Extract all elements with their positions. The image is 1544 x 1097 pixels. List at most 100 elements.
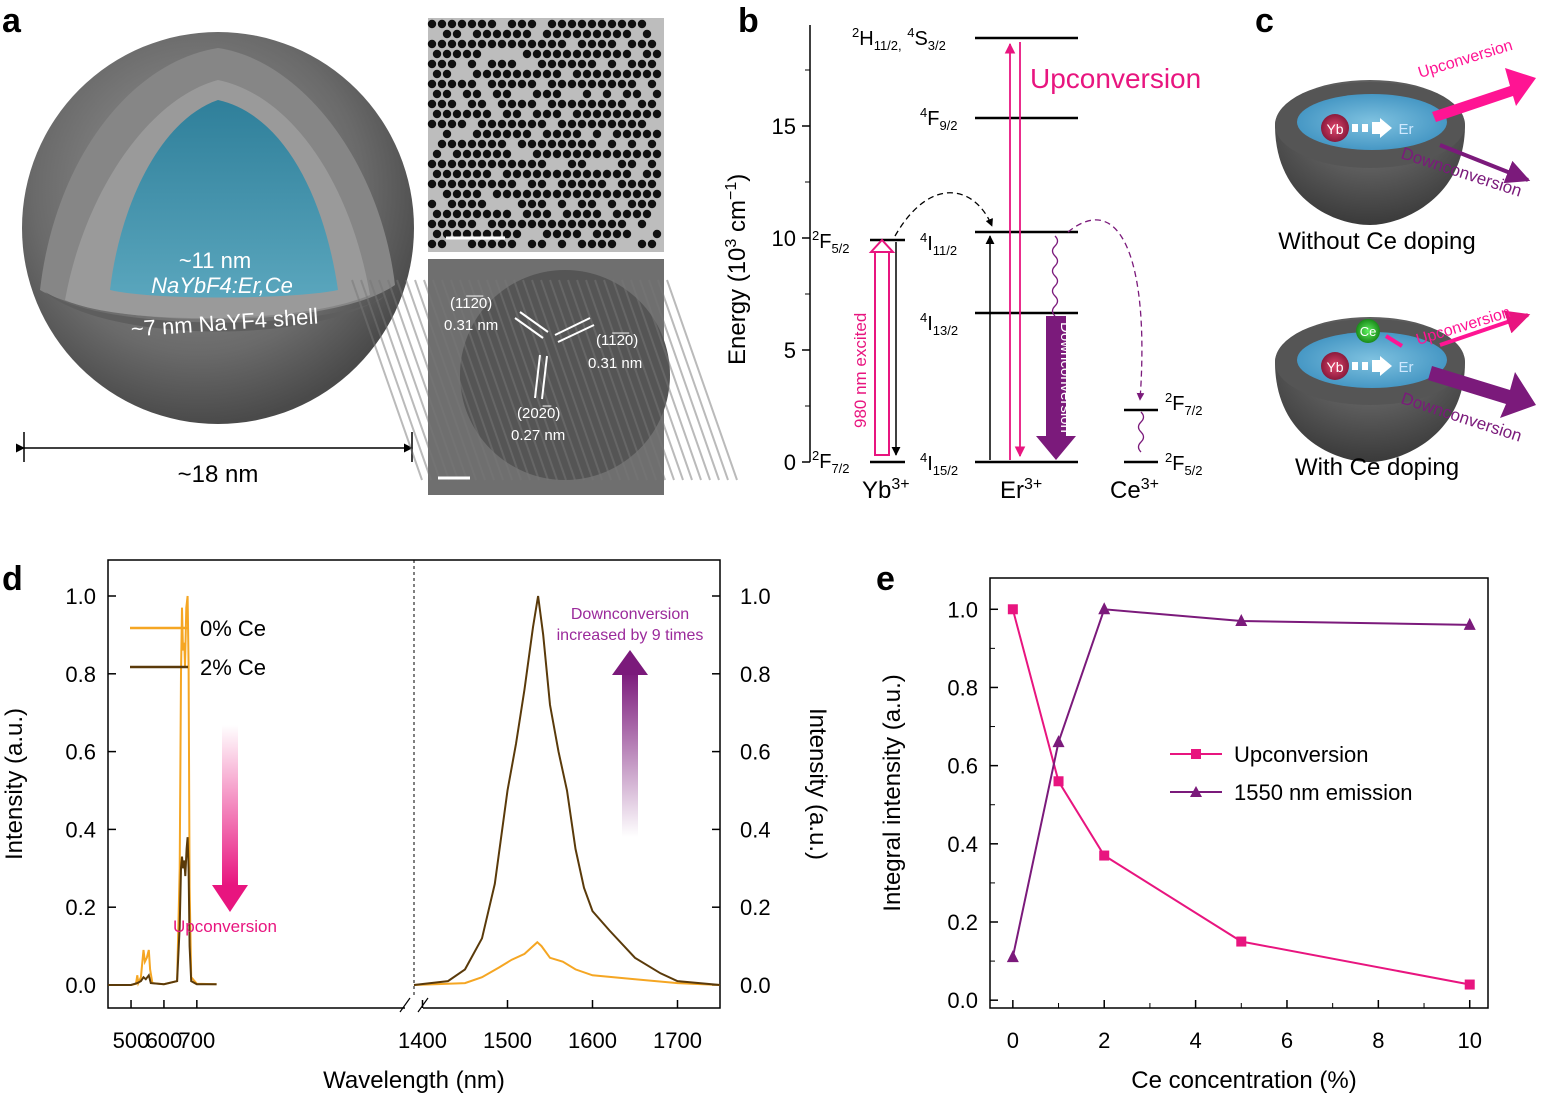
- tem-particle: [487, 159, 497, 169]
- tem-particle: [427, 239, 437, 249]
- tem-particle: [627, 199, 637, 209]
- tem-particle: [582, 189, 592, 199]
- tem-particle: [517, 139, 527, 149]
- nonradiative-er: [1051, 235, 1059, 317]
- series-1550-point: [1006, 950, 1019, 963]
- tem-particle: [582, 109, 592, 119]
- downconversion-arrow-top: [1439, 143, 1531, 184]
- tem-particle: [562, 169, 572, 179]
- tem-particle: [532, 49, 542, 59]
- tem-particle: [462, 109, 472, 119]
- lattice-fringe: [414, 279, 486, 481]
- tem-particle: [612, 209, 622, 219]
- tem-particle: [512, 189, 522, 199]
- tem-particle: [592, 129, 602, 139]
- y-tick-label: 0.0: [947, 988, 978, 1013]
- tem-particle: [432, 169, 442, 179]
- tem-particle: [482, 29, 492, 39]
- tem-particle: [527, 219, 537, 229]
- tem-particle: [452, 209, 462, 219]
- tem-particle: [567, 79, 577, 89]
- tem-particle: [472, 129, 482, 139]
- tem-particle: [552, 129, 562, 139]
- tem-particle: [502, 229, 512, 239]
- tem-particle: [562, 129, 572, 139]
- tem-particle: [572, 49, 582, 59]
- tem-particle: [572, 169, 582, 179]
- tem-particle: [637, 179, 647, 189]
- tem-particle: [502, 69, 512, 79]
- tem-particle: [502, 89, 512, 99]
- tem-particle: [512, 169, 522, 179]
- tem-particle: [507, 79, 517, 89]
- x-tick-label: 8: [1372, 1028, 1384, 1053]
- tem-particle: [492, 129, 502, 139]
- tem-particle: [522, 169, 532, 179]
- x-tick-label: 0: [1007, 1028, 1019, 1053]
- tem-particle: [567, 119, 577, 129]
- tem-particle: [592, 49, 602, 59]
- tem-particle: [472, 149, 482, 159]
- cross-relaxation-arrow: [1067, 219, 1145, 401]
- tem-particle: [607, 59, 617, 69]
- tem-particle: [612, 109, 622, 119]
- panel-a: a ~11 nm NaYbF4:Er,Ce ~7 nm NaYF4 shell …: [2, 2, 738, 495]
- annotation-upconversion: Upconversion: [173, 917, 277, 936]
- lattice-fringe: [585, 279, 657, 481]
- tem-particle: [547, 59, 557, 69]
- lattice-fringe: [639, 279, 711, 481]
- y-tick-label-right: 1.0: [740, 584, 771, 609]
- tem-particle: [587, 139, 597, 149]
- tem-particle: [637, 199, 647, 209]
- tem-particle: [502, 209, 512, 219]
- tem-particles: [427, 19, 662, 249]
- lattice-fringe: [351, 279, 423, 481]
- tem-particle: [492, 229, 502, 239]
- tem-particle: [532, 109, 542, 119]
- tem-particle: [552, 149, 562, 159]
- tem-particle: [427, 159, 437, 169]
- tem-particle: [502, 129, 512, 139]
- tem-particle: [447, 79, 457, 89]
- tem-particle: [632, 149, 642, 159]
- x-tick-label: 1400: [398, 1028, 447, 1053]
- tem-particle: [447, 219, 457, 229]
- y-tick-label-right: 0.8: [740, 662, 771, 687]
- lattice-fringe: [648, 279, 720, 481]
- tem-particle: [507, 219, 517, 229]
- tem-particle: [507, 99, 517, 109]
- upconversion-arrow-bottom: [1439, 310, 1531, 347]
- tem-particle: [627, 59, 637, 69]
- tem-particle: [542, 49, 552, 59]
- plot-d-xlabel: Wavelength (nm): [323, 1067, 505, 1094]
- x-tick-label: 600: [146, 1028, 183, 1053]
- ce-label: Ce: [1360, 324, 1377, 339]
- lattice-fringe: [450, 279, 522, 481]
- tem-particle: [477, 159, 487, 169]
- tem-particle: [557, 219, 567, 229]
- tem-particle: [597, 119, 607, 129]
- tem-particle: [647, 239, 657, 249]
- tem-particle: [587, 99, 597, 109]
- tem-particle: [487, 59, 497, 69]
- excitation-arrow: [874, 249, 890, 456]
- tem-particle: [437, 219, 447, 229]
- tem-particle: [542, 209, 552, 219]
- y-tick-label: 0.2: [65, 895, 96, 920]
- tem-particle: [487, 119, 497, 129]
- lattice-fringe: [441, 279, 513, 481]
- tem-particle: [567, 219, 577, 229]
- tem-particle: [442, 49, 452, 59]
- tem-particle: [477, 139, 487, 149]
- tem-particle: [522, 189, 532, 199]
- tem-particle: [462, 49, 472, 59]
- tem-particle: [647, 159, 657, 169]
- tem-particle: [622, 129, 632, 139]
- axis-break-mark-1: [399, 997, 411, 1013]
- tem-particle: [582, 149, 592, 159]
- x-tick-label: 1600: [568, 1028, 617, 1053]
- tem-particle: [472, 209, 482, 219]
- lattice-3-spacing: 0.27 nm: [511, 427, 565, 444]
- tem-particle: [477, 239, 487, 249]
